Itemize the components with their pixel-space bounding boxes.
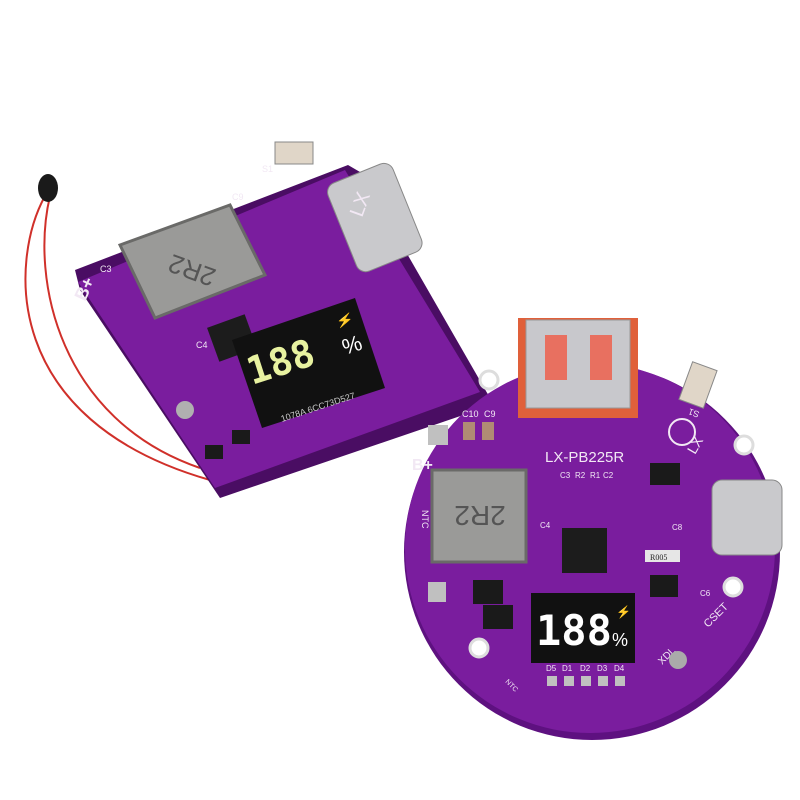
mount-hole bbox=[478, 369, 500, 391]
bolt-icon: ⚡ bbox=[336, 312, 353, 329]
mount-hole bbox=[468, 637, 490, 659]
switch-label: S1 bbox=[262, 164, 273, 174]
ntc-thermistor-icon bbox=[38, 174, 58, 202]
switch[interactable] bbox=[274, 141, 314, 165]
cap-label-c8: C8 bbox=[672, 523, 683, 532]
battery-label: B+ bbox=[412, 457, 433, 474]
led-label-d1: D1 bbox=[562, 664, 573, 673]
ntc-label: NTC bbox=[420, 510, 430, 529]
cap-label-c9: C9 bbox=[232, 192, 244, 202]
inductor bbox=[117, 203, 268, 320]
cap-label-c9: C9 bbox=[484, 409, 496, 419]
part-label-r2: R2 bbox=[575, 471, 586, 480]
resistor-marking: R005 bbox=[650, 553, 667, 562]
inductor bbox=[430, 468, 528, 564]
right-pcb-board: S1 LX LX-PB225R C10 C9 B+ NTC 2R2 C3 R2 … bbox=[404, 318, 783, 740]
part-label-r1: R1 bbox=[590, 471, 601, 480]
cap-label-c4: C4 bbox=[540, 521, 551, 530]
controller-chip bbox=[562, 528, 607, 573]
mount-hole bbox=[722, 576, 744, 598]
cap-label-c4: C4 bbox=[196, 340, 208, 350]
ntc-wire-2 bbox=[43, 195, 201, 469]
display-digits: 188 bbox=[536, 606, 612, 655]
mount-hole bbox=[733, 434, 755, 456]
switch[interactable] bbox=[678, 361, 718, 409]
brand-label: LX bbox=[684, 433, 707, 456]
cap-label-c3: C3 bbox=[100, 264, 112, 274]
display bbox=[531, 593, 635, 663]
led-label-d3: D3 bbox=[597, 664, 608, 673]
led-label-d5: D5 bbox=[546, 664, 557, 673]
inductor-marking: 2R2 bbox=[454, 500, 505, 531]
left-pcb-board: 2R2 S1 LX B+ C3 C4 C9 188 % ⚡ 1078A 6CC7… bbox=[24, 141, 490, 498]
usb-a-port-icon bbox=[518, 318, 638, 418]
part-label-c2: C2 bbox=[603, 471, 614, 480]
led-label-d4: D4 bbox=[614, 664, 625, 673]
usb-c-port-icon bbox=[711, 479, 783, 556]
cap-label-c10: C10 bbox=[462, 409, 479, 419]
ntc-wire bbox=[24, 195, 211, 481]
model-label: LX-PB225R bbox=[545, 449, 624, 466]
usb-c-port-icon bbox=[327, 162, 423, 273]
cap-label-c6: C6 bbox=[700, 589, 711, 598]
logo-icon bbox=[668, 418, 696, 446]
switch-label: S1 bbox=[687, 406, 701, 419]
display-unit: % bbox=[612, 630, 628, 650]
led-label-d2: D2 bbox=[580, 664, 591, 673]
part-label-c3: C3 bbox=[560, 471, 571, 480]
bolt-icon: ⚡ bbox=[616, 605, 631, 619]
display bbox=[232, 298, 385, 428]
